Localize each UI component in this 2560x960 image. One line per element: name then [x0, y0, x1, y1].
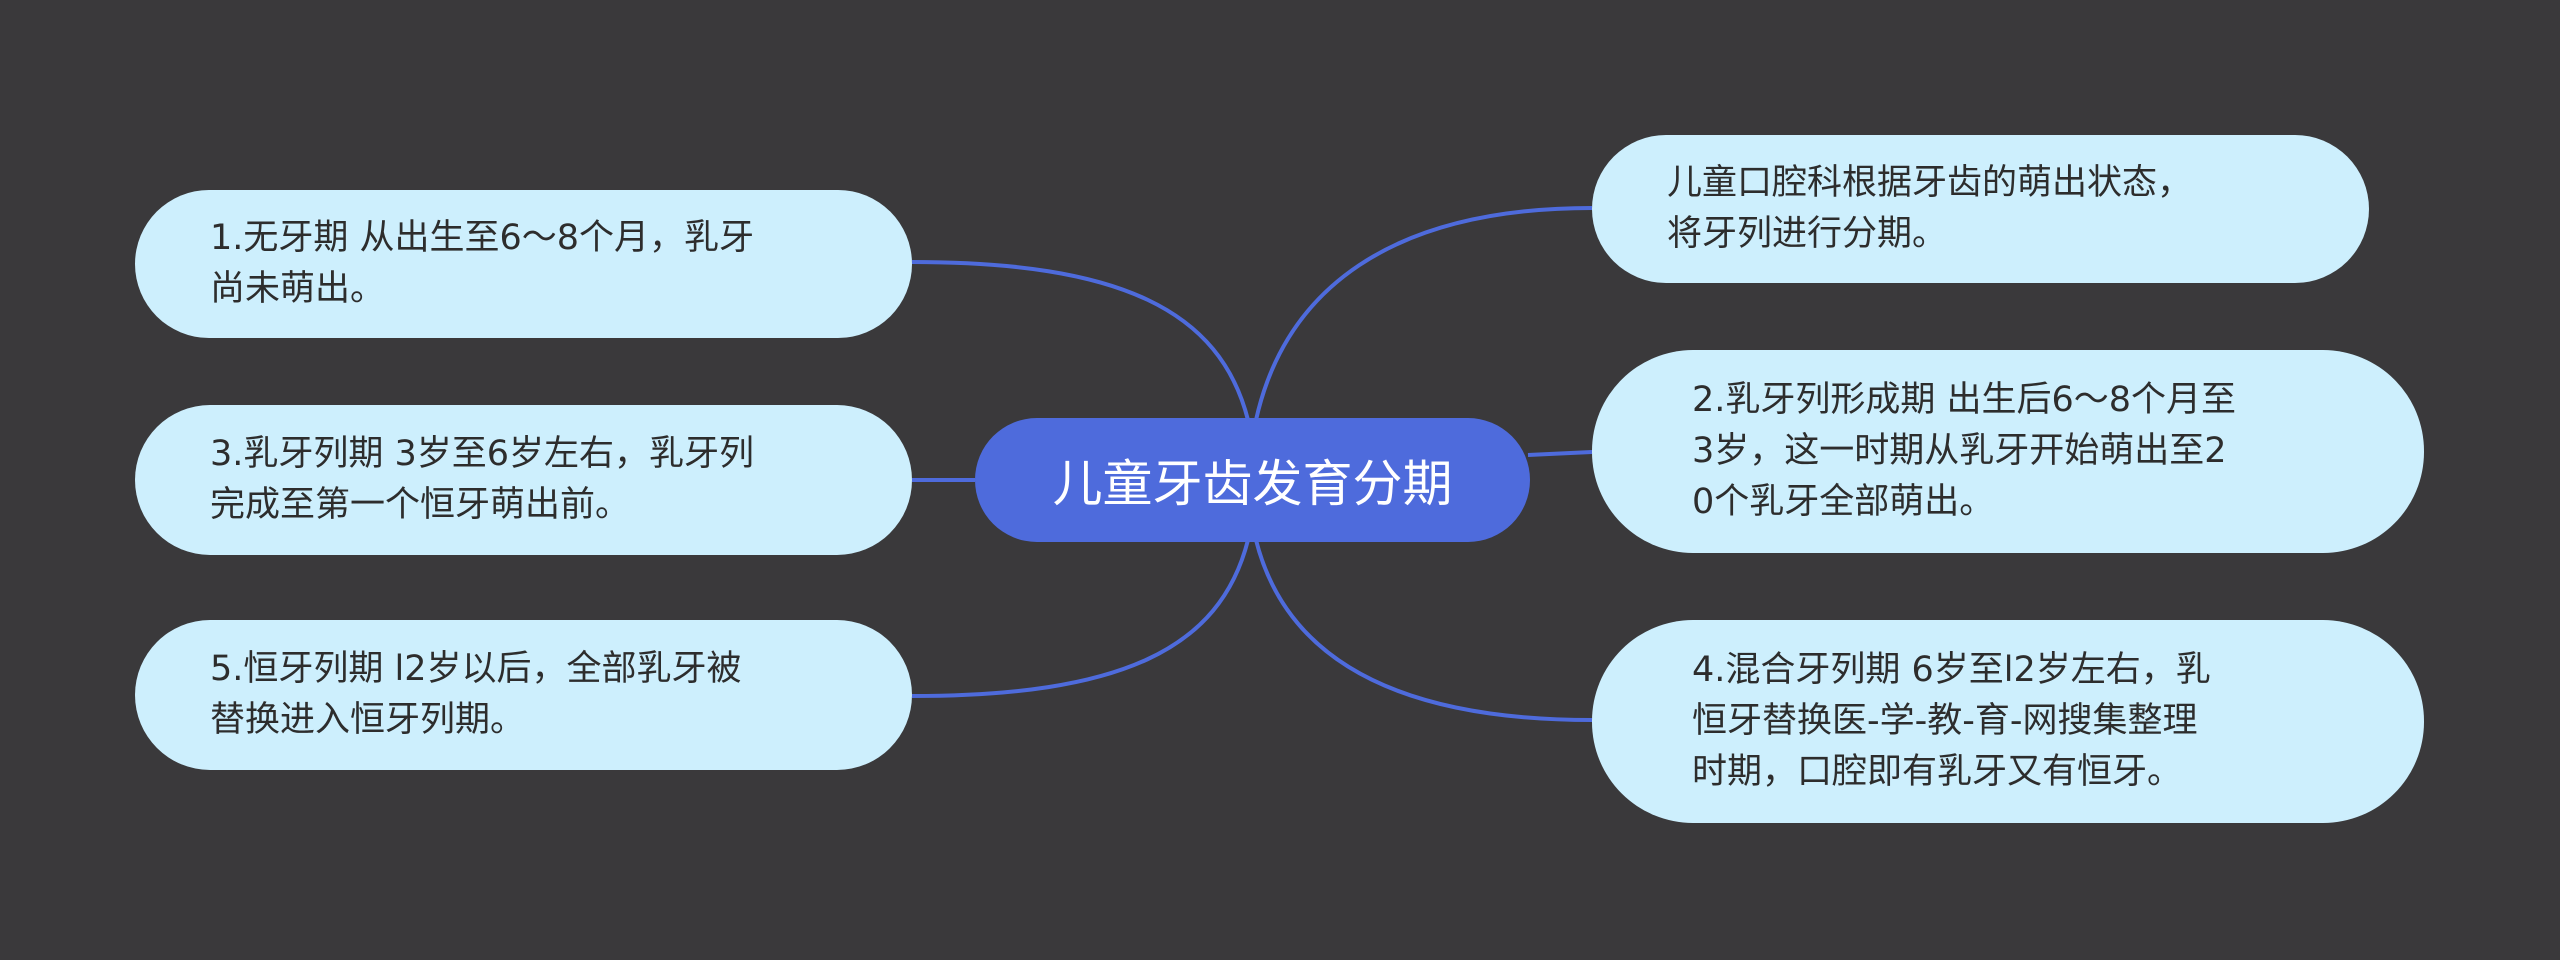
link-left-3	[911, 539, 1250, 698]
topic-node-left-2[interactable]: 3.乳牙列期 3岁至6岁左右，乳牙列 完成至第一个恒牙萌出前。	[135, 405, 912, 555]
topic-node-right-3[interactable]: 4.混合牙列期 6岁至l2岁左右，乳 恒牙替换医-学-教-育-网搜集整理 时期，…	[1592, 620, 2424, 823]
link-right-3	[1254, 539, 1593, 722]
root-node[interactable]: 儿童牙齿发育分期	[975, 418, 1530, 542]
topic-node-left-3[interactable]: 5.恒牙列期 l2岁以后，全部乳牙被 替换进入恒牙列期。	[135, 620, 912, 770]
link-right-2	[1527, 450, 1593, 457]
topic-node-right-2[interactable]: 2.乳牙列形成期 出生后6～8个月至 3岁，这一时期从乳牙开始萌出至2 0个乳牙…	[1592, 350, 2424, 553]
link-right-1	[1254, 206, 1593, 421]
topic-node-left-1[interactable]: 1.无牙期 从出生至6～8个月，乳牙 尚未萌出。	[135, 190, 912, 338]
link-left-1	[911, 260, 1250, 421]
topic-node-right-1[interactable]: 儿童口腔科根据牙齿的萌出状态， 将牙列进行分期。	[1592, 135, 2369, 283]
